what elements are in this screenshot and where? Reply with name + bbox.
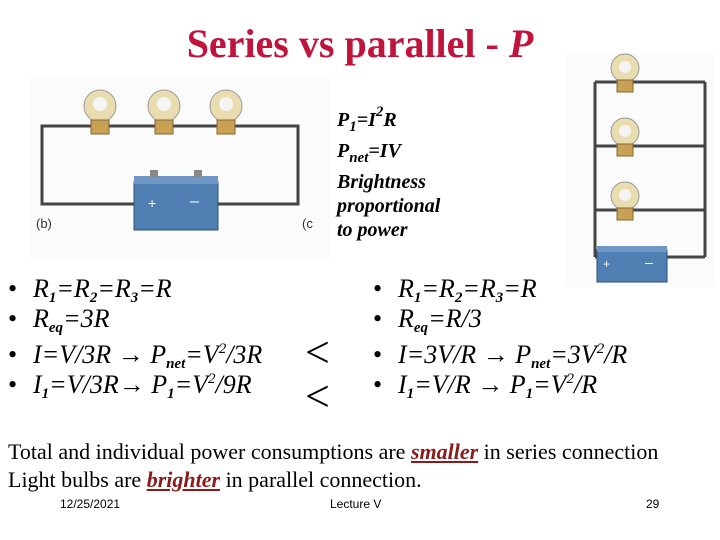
series-bulb-1 <box>83 89 117 135</box>
footer-lecture: Lecture V <box>330 497 382 511</box>
figure-label-c: (c <box>302 216 313 231</box>
formula-line-brightness: Brightness <box>337 171 426 193</box>
series-list: •R1=R2=R3=R •Req=3R •I=V/3R → Pnet=V2/3R… <box>8 274 263 402</box>
arrow-icon: → <box>482 340 509 369</box>
formula-line-proportional: proportional <box>337 195 441 217</box>
power-formula-note: P1=I2R Pnet=IV Brightness proportional t… <box>337 100 487 242</box>
footer-page-number: 29 <box>646 497 660 511</box>
series-bulb-3 <box>209 89 243 135</box>
comparator-pnet: < <box>305 328 330 377</box>
series-item-resistances: •R1=R2=R3=R <box>8 274 172 306</box>
series-item-req: •Req=3R <box>8 304 110 336</box>
formula-line-to-power: to power <box>337 219 408 241</box>
conclusion-line-2: Light bulbs are brighter in parallel con… <box>8 467 422 492</box>
arrow-icon: → <box>117 340 144 369</box>
parallel-list: •R1=R2=R3=R •Req=R/3 •I=3V/R → Pnet=3V2/… <box>373 274 628 402</box>
series-item-p1: •I1=V/3R→ P1=V2/9R <box>8 370 252 402</box>
parallel-battery-plus: + <box>603 257 610 271</box>
parallel-item-req: •Req=R/3 <box>373 304 482 336</box>
series-bulb-2 <box>147 89 181 135</box>
formula-pnet: Pnet=IV <box>337 140 401 166</box>
parallel-bulb-3 <box>610 181 640 221</box>
arrow-icon: → <box>118 370 145 399</box>
footer-date: 12/25/2021 <box>60 497 121 511</box>
series-battery <box>133 170 219 231</box>
parallel-item-pnet: •I=3V/R → Pnet=3V2/R <box>373 340 628 372</box>
series-circuit-figure: + – (b) (c <box>30 78 330 258</box>
parallel-bulb-2 <box>610 117 640 157</box>
parallel-bulb-1 <box>610 53 640 93</box>
slide-title: Series vs parallel - P <box>186 21 534 66</box>
comparator-p1: < <box>305 372 330 421</box>
parallel-item-p1: •I1=V/R → P1=V2/R <box>373 370 598 402</box>
parallel-battery <box>596 246 668 283</box>
figure-label-b: (b) <box>36 216 52 231</box>
series-battery-minus: – <box>190 193 199 210</box>
series-battery-plus: + <box>148 195 156 211</box>
parallel-circuit-figure: + – <box>565 52 715 287</box>
arrow-icon: → <box>477 370 504 399</box>
formula-p1: P1=I2R <box>337 104 397 135</box>
parallel-item-resistances: •R1=R2=R3=R <box>373 274 537 306</box>
conclusion-line-1: Total and individual power consumptions … <box>8 439 659 464</box>
parallel-battery-minus: – <box>645 254 653 270</box>
series-item-pnet: •I=V/3R → Pnet=V2/3R <box>8 340 263 372</box>
